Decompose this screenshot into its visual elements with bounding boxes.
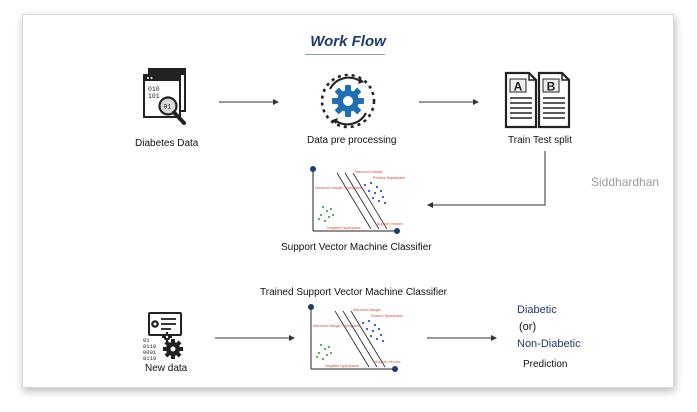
- outcome-or: (or): [519, 321, 537, 333]
- binary-line: 0110: [143, 355, 156, 362]
- flow-arrow: [427, 329, 497, 347]
- flow-connector: [423, 151, 553, 220]
- binary-line: 01: [164, 104, 172, 111]
- document-pair-icon: A B: [503, 70, 573, 130]
- card-letter: A: [514, 80, 523, 94]
- gear-cycle-icon: [316, 69, 380, 133]
- plot-annotation: Negative Hyperplane: [325, 364, 359, 368]
- watermark-text: Siddhardhan: [591, 175, 660, 189]
- plot-annotation: Support Vectors: [377, 222, 403, 226]
- plot-annotation: Positive Hyperplane: [373, 176, 405, 180]
- plot-annotation: Negative Hyperplane: [327, 226, 361, 230]
- diabetes-data-label: Diabetes Data: [135, 138, 199, 149]
- binary-line: 010: [148, 86, 160, 93]
- database-window-icon: 010 101 01: [141, 67, 191, 133]
- plot-annotation: Support Vectors: [375, 360, 401, 364]
- binary-line: 101: [148, 93, 160, 100]
- new-data-label: New data: [145, 363, 188, 374]
- trained-svm-label: Trained Support Vector Machine Classifie…: [260, 287, 447, 298]
- preprocessing-label: Data pre processing: [307, 135, 397, 146]
- svm-label: Support Vector Machine Classifier: [281, 242, 432, 253]
- flow-arrow: [419, 93, 479, 111]
- plot-annotation: Maximum Margin: [355, 170, 383, 174]
- binary-line: 01: [143, 337, 150, 344]
- train-test-split-label: Train Test split: [508, 135, 572, 146]
- plot-annotation: Positive Hyperplane: [371, 314, 403, 318]
- plot-annotation: Maximum Margin Hyperplane: [315, 186, 362, 190]
- flow-arrow: [219, 93, 279, 111]
- outcome-non-diabetic: Non-Diabetic: [517, 338, 581, 350]
- binary-line: 0110: [143, 343, 156, 350]
- prediction-outcomes: Diabetic (or) Non-Diabetic: [517, 302, 581, 353]
- data-gear-icon: 01 0110 0001 0110: [141, 311, 187, 363]
- flow-arrow: [215, 329, 295, 347]
- prediction-label: Prediction: [523, 359, 568, 370]
- trained-svm-plot: Maximum Margin Positive Hyperplane Maxim…: [291, 301, 403, 377]
- svm-plot: Maximum Margin Positive Hyperplane Maxim…: [293, 163, 405, 239]
- plot-annotation: Maximum Margin Hyperplane: [313, 324, 360, 328]
- binary-line: 0001: [143, 349, 157, 356]
- plot-annotation: Maximum Margin: [353, 308, 381, 312]
- outcome-diabetic: Diabetic: [517, 304, 557, 316]
- workflow-slide: Work Flow 010 101 01 Diabetes Data: [22, 14, 674, 388]
- title-underline: [305, 54, 385, 55]
- page-title: Work Flow: [310, 33, 386, 50]
- card-letter: B: [547, 80, 556, 94]
